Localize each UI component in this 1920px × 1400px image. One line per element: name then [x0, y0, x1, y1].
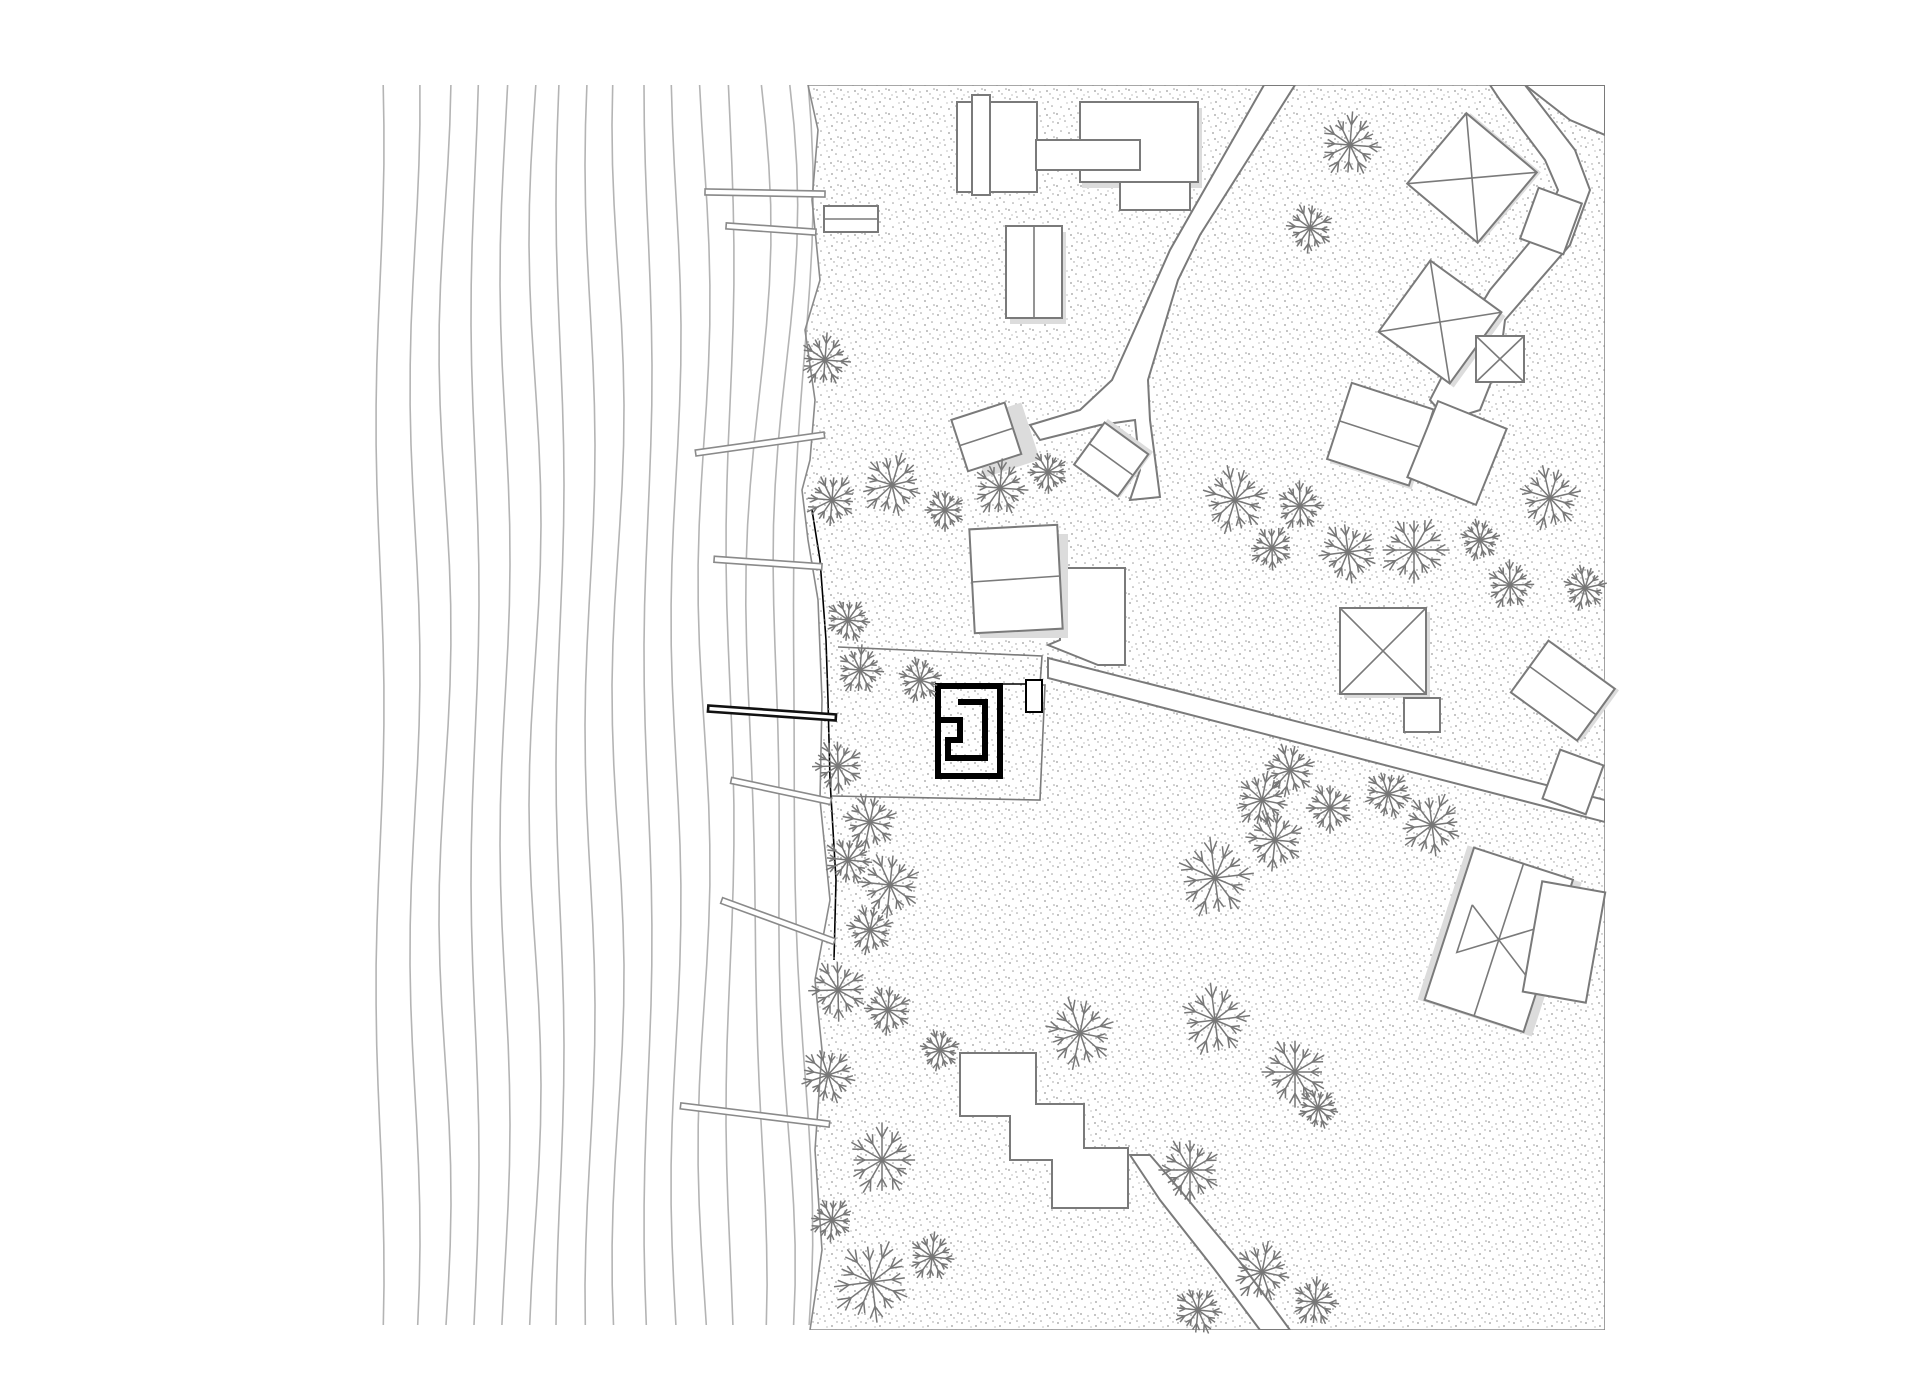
- building-kiosk: [1403, 697, 1441, 733]
- tree-symbol: [1285, 204, 1333, 254]
- water-line: [555, 84, 565, 1326]
- trees: [801, 111, 1607, 1334]
- water-line: [670, 84, 682, 1326]
- water-line: [611, 84, 625, 1326]
- house-annex: [1025, 679, 1043, 713]
- tree-symbol: [811, 741, 862, 794]
- building-east-2: [1406, 399, 1508, 507]
- tree-symbol: [858, 853, 920, 919]
- tree-symbol: [808, 962, 865, 1022]
- piers: [679, 188, 838, 1129]
- water-line: [584, 84, 596, 1326]
- water-line: [725, 84, 735, 1326]
- water-line: [643, 84, 653, 1326]
- tree-symbol: [1251, 526, 1291, 571]
- tree-symbol: [801, 1050, 856, 1104]
- tree-symbol: [1364, 772, 1412, 819]
- tree-symbol: [1382, 518, 1450, 584]
- building-east-4: [1541, 748, 1605, 816]
- water-line: [409, 85, 421, 1326]
- tree-symbol: [1235, 1240, 1290, 1301]
- road-northeast: [1523, 85, 1605, 137]
- tree-symbol: [1318, 524, 1376, 584]
- tree-symbol: [1305, 785, 1352, 834]
- water-line: [744, 84, 772, 1326]
- tree-symbol: [1245, 810, 1303, 872]
- buildings: [823, 94, 1617, 1209]
- tree-symbol: [898, 656, 942, 703]
- tree-symbol: [1294, 1276, 1340, 1325]
- tree-symbol: [825, 839, 873, 884]
- tree-symbol: [1158, 1140, 1218, 1204]
- tree-symbol: [839, 644, 885, 693]
- tree-symbol: [827, 600, 871, 643]
- tree-symbol: [851, 1122, 916, 1193]
- road-main-diagonal: [1047, 656, 1605, 824]
- water-line: [528, 84, 542, 1326]
- tree-symbol: [806, 476, 855, 527]
- tree-symbol: [802, 332, 852, 384]
- building-top-left: [956, 101, 1038, 193]
- tree-symbol: [846, 905, 894, 956]
- tree-symbol: [1202, 465, 1268, 535]
- tree-symbol: [924, 490, 964, 532]
- tree-symbol: [1402, 793, 1460, 857]
- water-line: [499, 84, 511, 1326]
- tree-symbol: [863, 452, 921, 516]
- building-annex-1: [1518, 186, 1584, 256]
- house-outline: [935, 683, 1003, 779]
- tree-symbol: [1027, 452, 1067, 494]
- tree-symbol: [1563, 564, 1607, 611]
- tree-symbol: [919, 1029, 960, 1072]
- water-lines: [375, 84, 837, 1326]
- tree-symbol: [976, 458, 1028, 514]
- water-line: [697, 84, 711, 1326]
- tree-symbol: [1237, 770, 1288, 827]
- highlighted-plot: [831, 646, 1046, 801]
- tree-symbol: [1322, 111, 1382, 174]
- tree-symbol: [863, 986, 911, 1036]
- tree-symbol: [833, 1241, 908, 1323]
- tree-symbol: [1278, 480, 1325, 529]
- tree-symbol: [1182, 982, 1251, 1055]
- building-stepped: [959, 1052, 1129, 1209]
- tree-symbol: [1261, 1040, 1325, 1108]
- tree-symbol: [1045, 997, 1114, 1071]
- tree-symbol: [810, 1199, 852, 1243]
- water-line: [438, 84, 452, 1326]
- tree-symbol: [1488, 559, 1535, 608]
- pier-highlighted: [706, 704, 838, 722]
- water-line: [375, 84, 385, 1326]
- tree-symbol: [1298, 1089, 1339, 1129]
- tree-symbol: [1178, 836, 1254, 917]
- tree-symbol: [1460, 518, 1501, 562]
- water-line: [792, 84, 814, 1326]
- tree-symbol: [1175, 1289, 1223, 1334]
- water-line: [470, 84, 480, 1326]
- tree-symbol: [911, 1231, 955, 1280]
- tree-symbol: [1264, 743, 1315, 798]
- tree-symbol: [1519, 465, 1581, 531]
